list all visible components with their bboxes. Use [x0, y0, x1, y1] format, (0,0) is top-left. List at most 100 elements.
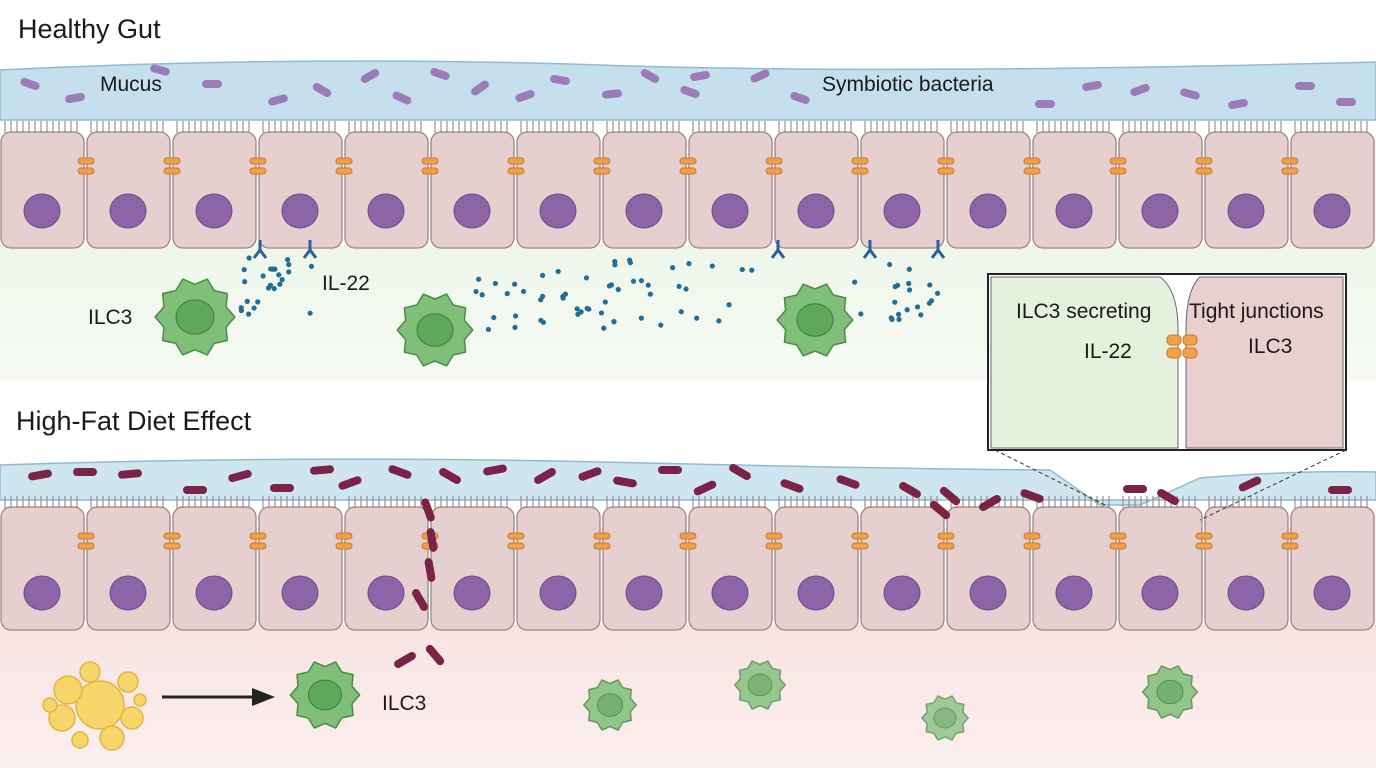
pathogenic-bacterium	[658, 466, 682, 474]
il22-molecule	[555, 268, 561, 275]
il22-molecule	[520, 288, 527, 295]
tight-junction	[1023, 532, 1041, 540]
nucleus	[1141, 193, 1179, 229]
il22-molecule	[676, 283, 682, 290]
tight-junction	[765, 157, 783, 165]
il22-molecule	[726, 302, 732, 308]
pathogenic-bacterium	[939, 486, 961, 506]
tight-junction	[765, 532, 783, 540]
ilc3-cell	[289, 661, 361, 729]
microvilli	[520, 496, 594, 508]
il22-molecule	[914, 304, 921, 310]
il22-molecule	[615, 286, 621, 293]
ilc3-nucleus	[933, 707, 957, 729]
symbiotic-bacterium	[392, 91, 412, 105]
epithelial-cell	[688, 131, 773, 249]
nucleus	[1141, 575, 1179, 611]
il22-molecule	[583, 275, 590, 281]
il22-receptor-icon	[302, 240, 318, 259]
tight-junction	[1195, 542, 1213, 550]
il22-molecule	[608, 282, 615, 288]
il22-molecule	[906, 287, 913, 293]
pathogenic-bacterium	[338, 476, 362, 490]
microvilli	[606, 121, 680, 133]
ilc3-nucleus	[796, 303, 834, 337]
tight-junction	[679, 157, 697, 165]
ilc3-nucleus	[416, 313, 454, 347]
tight-junction	[1281, 167, 1299, 175]
microvilli	[692, 496, 766, 508]
nucleus	[539, 575, 577, 611]
epithelial-cell	[430, 506, 515, 631]
inset-ilc3-label: ILC3	[1248, 335, 1292, 358]
il22-molecule	[540, 293, 546, 299]
epithelial-cell	[1204, 506, 1289, 631]
il22-molecule	[246, 255, 252, 261]
tight-junction	[679, 532, 697, 540]
tight-junction	[77, 157, 95, 165]
microvilli	[520, 121, 594, 133]
nucleus	[195, 575, 233, 611]
nucleus	[281, 575, 319, 611]
pathogenic-bacterium	[613, 476, 637, 488]
symbiotic-bacterium	[790, 91, 810, 105]
pathogenic-bacterium	[412, 589, 428, 611]
tight-junction	[77, 542, 95, 550]
epithelial-cell	[1290, 506, 1375, 631]
epithelial-cell	[86, 131, 171, 249]
il22-molecule	[709, 263, 715, 269]
il22-molecule	[934, 290, 941, 296]
nucleus	[625, 193, 663, 229]
tight-junction	[851, 157, 869, 165]
healthy-title: Healthy Gut	[18, 14, 161, 44]
il22-molecule	[539, 272, 546, 279]
epithelial-cell	[1204, 131, 1289, 249]
il22-molecule	[540, 319, 547, 325]
epithelial-cell	[430, 131, 515, 249]
tight-junction	[593, 542, 611, 550]
pathogenic-bacterium	[439, 468, 461, 484]
tight-junction	[937, 157, 955, 165]
pathogenic-bacterium	[421, 498, 435, 522]
nucleus	[453, 575, 491, 611]
pathogenic-bacterium	[899, 482, 921, 498]
pathogenic-bacterium	[270, 484, 294, 492]
epithelial-cell	[1118, 506, 1203, 631]
ilc3-nucleus	[597, 693, 623, 717]
ilc3-cell	[776, 283, 854, 357]
bacteria	[20, 64, 1356, 668]
pathogenic-bacterium	[183, 486, 207, 494]
pathogenic-bacterium	[425, 644, 445, 666]
epithelial-cell	[602, 131, 687, 249]
microvilli	[262, 121, 336, 133]
epithelial-cell	[946, 506, 1031, 631]
tight-junction	[507, 167, 525, 175]
il22-molecule	[630, 278, 637, 284]
epithelium-hfd	[0, 496, 1375, 631]
microvilli	[4, 121, 78, 133]
il22-molecule	[852, 279, 858, 285]
epithelial-cell	[774, 506, 859, 631]
ilc3-cell-damaged	[583, 679, 638, 731]
symbiotic-bacterium	[20, 77, 40, 91]
epithelial-cell	[344, 506, 429, 631]
epithelial-cell	[688, 506, 773, 631]
pathogenic-bacterium	[729, 464, 751, 480]
symbiotic-bacterium	[550, 74, 570, 86]
il22-molecule	[512, 281, 518, 287]
microvilli	[4, 496, 78, 508]
il22-molecule	[638, 315, 644, 321]
pathogenic-bacterium	[534, 468, 556, 484]
tight-junction	[335, 167, 353, 175]
ilc3-cell	[154, 278, 236, 356]
nucleus	[453, 193, 491, 229]
pathogenic-bacterium	[73, 468, 97, 476]
tight-junction	[765, 542, 783, 550]
tight-junction	[1109, 532, 1127, 540]
tight-junction	[249, 532, 267, 540]
pathogenic-bacterium	[929, 500, 951, 520]
microvilli	[434, 496, 508, 508]
pathogenic-bacterium	[424, 558, 436, 582]
il22-molecule	[892, 284, 898, 290]
symbiotic-bacterium	[515, 89, 535, 103]
